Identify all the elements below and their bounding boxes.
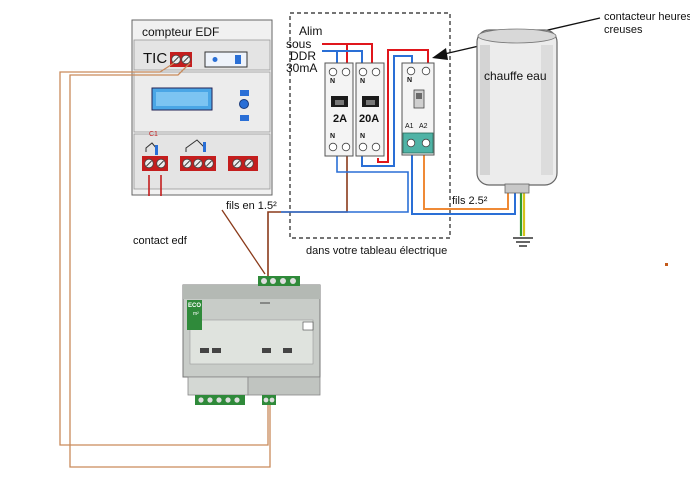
phase-bridge-wire (347, 43, 373, 70)
breaker-2a-neutral-bottom: N (330, 133, 336, 140)
offpeak-contactor (401, 62, 435, 156)
tic-wire-1 (59, 62, 269, 446)
water-heater (476, 28, 558, 194)
control-wire-diagonal (221, 209, 266, 275)
meter-c2-terminals (180, 139, 216, 171)
alim-line-1: Alim (299, 24, 323, 38)
contact-edf-label: contact edf (133, 235, 187, 247)
alim-line-4: 30mA (286, 61, 318, 75)
control-return-wire (281, 150, 409, 213)
alim-line-2: sous (286, 37, 312, 51)
wire-thick-label: fils 2.5² (452, 195, 488, 207)
stray-mark (665, 263, 668, 266)
arrowhead-icon (432, 48, 448, 60)
tic-wire-2 (69, 62, 271, 468)
electrical-panel-outline (289, 12, 451, 239)
contactor-a1-label: A1 (405, 123, 414, 130)
heater-phase-wire (423, 148, 509, 210)
contactor-title-1: contacteur heures (604, 11, 690, 23)
alim-line-3: DDR (290, 49, 316, 63)
neutral-to-contactor-wire (361, 55, 413, 167)
tic-terminal-block (170, 52, 192, 67)
contactor-a2-label: A2 (419, 123, 428, 130)
breaker-20a-neutral-top: N (360, 78, 366, 85)
meter-button-round (239, 99, 249, 109)
eco-module (182, 276, 321, 405)
module-brand: ECO (188, 303, 202, 309)
edf-meter (131, 19, 273, 196)
breaker-20a (355, 62, 385, 157)
heater-neutral-wire (411, 148, 516, 215)
contactor-neutral-top: N (407, 77, 413, 84)
module-brand-sup: m² (193, 311, 199, 317)
meter-c1-terminals (142, 142, 168, 171)
meter-button-bottom (240, 115, 249, 121)
meter-c3-terminals (228, 156, 258, 171)
panel-caption: dans votre tableau électrique (306, 245, 448, 257)
tic-label: TIC (143, 50, 168, 67)
breaker-2a (324, 62, 354, 157)
breaker-2a-rating: 2A (333, 113, 348, 125)
earth-ground-icon (513, 237, 533, 247)
meter-button-top (240, 90, 249, 96)
contactor-title-2: creuses (604, 24, 643, 36)
meter-title: compteur EDF (142, 25, 220, 39)
c1-label: C1 (149, 131, 158, 138)
breaker-20a-rating: 20A (359, 113, 380, 125)
phase-to-contactor-wire (377, 49, 429, 163)
control-wire (267, 150, 348, 280)
wire-thin-label: fils en 1.5² (226, 200, 277, 212)
breaker-2a-neutral-top: N (330, 78, 336, 85)
water-heater-label: chauffe eau (484, 69, 547, 83)
breaker-20a-neutral-bottom: N (360, 133, 366, 140)
meter-indicator-icon (212, 57, 218, 62)
